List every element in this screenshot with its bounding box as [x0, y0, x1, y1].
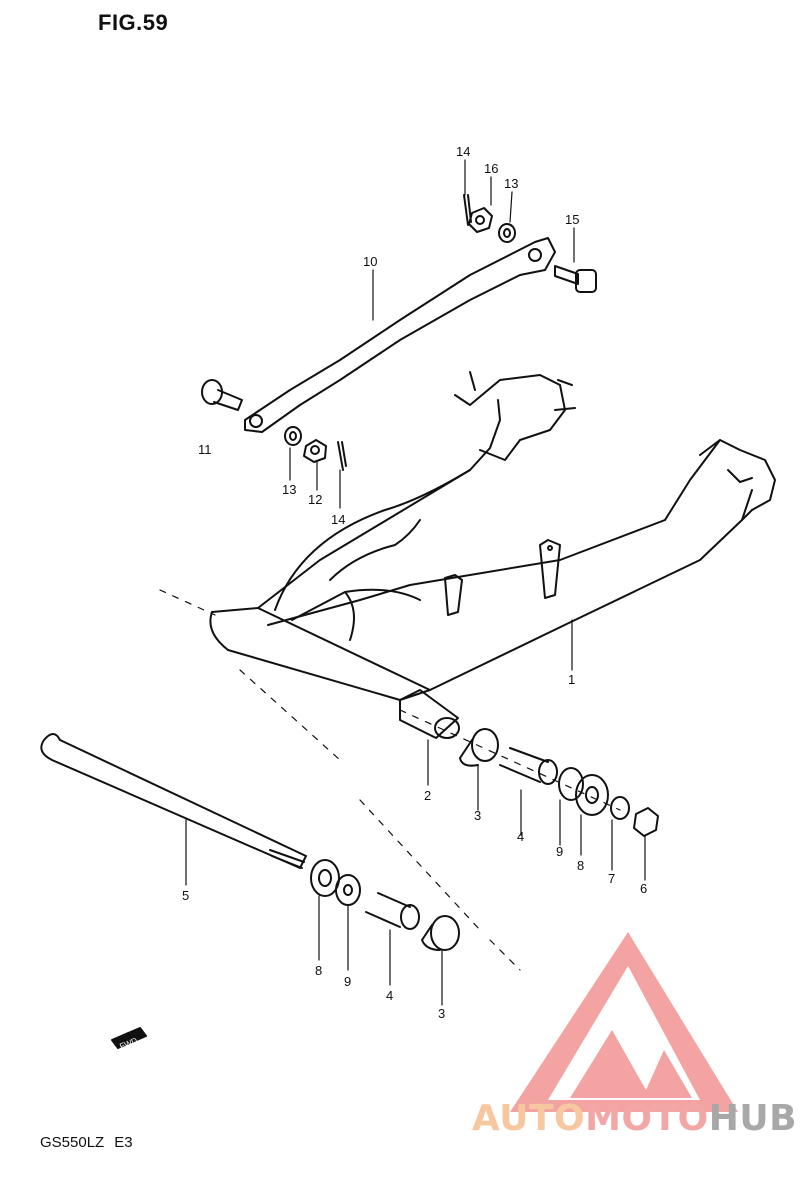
callout-15: 15	[565, 212, 579, 227]
watermark-logo	[510, 932, 738, 1112]
watermark-hub: HUB	[708, 1098, 798, 1139]
centerlines	[159, 589, 621, 971]
washer-13-lower	[284, 426, 302, 446]
model-name: GS550LZ	[40, 1134, 105, 1151]
callout-3a: 3	[474, 808, 481, 823]
callout-4b: 4	[386, 988, 393, 1003]
swingarm	[209, 371, 776, 739]
callout-9a: 9	[556, 844, 563, 859]
pivot-shaft	[40, 733, 307, 869]
bolt-15	[554, 265, 597, 293]
cotter-pin-14-top	[463, 194, 472, 226]
watermark-auto: AUTO	[472, 1098, 586, 1139]
callout-13b: 13	[282, 482, 296, 497]
callout-6: 6	[640, 881, 647, 896]
callout-11: 11	[198, 442, 212, 457]
callout-8b: 8	[315, 963, 322, 978]
watermark-text: AUTOMOTOHUB	[472, 1098, 797, 1139]
washer-13-top	[498, 223, 516, 243]
callout-1: 1	[568, 672, 575, 687]
figure-title: FIG.59	[98, 10, 169, 35]
callout-3b: 3	[438, 1006, 445, 1021]
right-bushing-stack	[459, 728, 659, 837]
torque-link	[244, 237, 556, 433]
model-region: E3	[114, 1134, 133, 1151]
callout-4a: 4	[517, 829, 524, 844]
model-code: GS550LZ E3	[40, 1134, 143, 1151]
watermark-moto: MOTO	[585, 1098, 709, 1139]
callout-10: 10	[363, 254, 377, 269]
callout-13a: 13	[504, 176, 518, 191]
cotter-pin-14-lower	[337, 441, 347, 471]
callout-2: 2	[424, 788, 431, 803]
left-bushing-stack	[310, 859, 460, 951]
callout-5: 5	[182, 888, 189, 903]
callout-16: 16	[484, 161, 498, 176]
nut-16	[468, 207, 493, 233]
callout-14b: 14	[331, 512, 345, 527]
callout-9b: 9	[344, 974, 351, 989]
callout-7: 7	[608, 871, 615, 886]
nut-12	[303, 439, 327, 463]
fwd-arrow-icon	[111, 1027, 147, 1049]
callout-8a: 8	[577, 858, 584, 873]
callout-14a: 14	[456, 144, 470, 159]
bolt-11	[201, 379, 243, 411]
callout-12: 12	[308, 492, 322, 507]
callout-labels: 14 16 13 15 10 11 13 12 14 1 2 3 4 9 8 7…	[118, 144, 647, 1051]
